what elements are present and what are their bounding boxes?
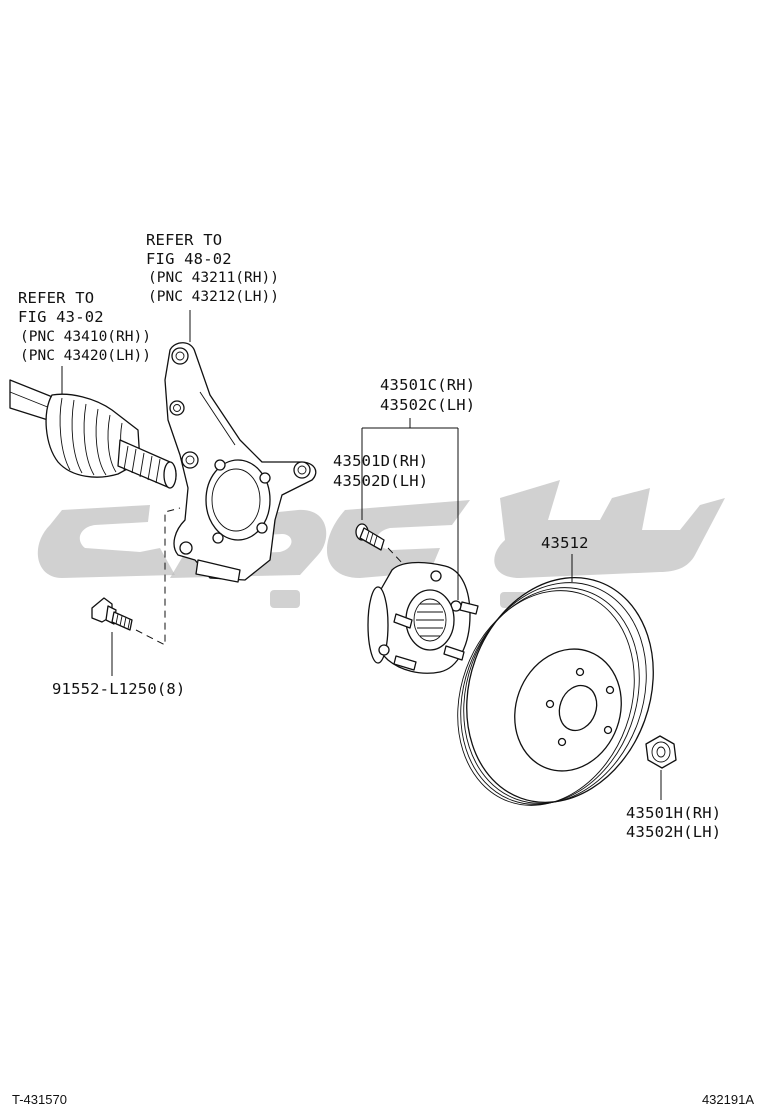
hub-assy-lh: 43502C(LH) xyxy=(380,396,475,414)
shaft-ref-line-3: (PNC 43410(RH)) xyxy=(20,329,151,345)
steering-knuckle xyxy=(164,342,317,583)
hub-bolt-lh: 43502D(LH) xyxy=(333,472,428,490)
shaft-ref-line-4: (PNC 43420(LH)) xyxy=(20,348,151,364)
hub-bolt-label: 43501D(RH) 43502D(LH) xyxy=(333,452,428,490)
hub-assy-rh: 43501C(RH) xyxy=(380,376,475,394)
drive-shaft xyxy=(9,379,177,489)
bolt-guide-line xyxy=(135,507,181,646)
hub-bolt xyxy=(355,523,385,551)
bolt-part-number: 91552-L1250(8) xyxy=(52,680,185,698)
knuckle-ref-line-4: (PNC 43212(LH)) xyxy=(148,289,279,305)
nut-label: 43501H(RH) 43502H(LH) xyxy=(626,804,721,841)
shaft-reference-label: REFER TO FIG 43-02 (PNC 43410(RH)) (PNC … xyxy=(18,289,151,364)
nut-lh: 43502H(LH) xyxy=(626,823,721,841)
knuckle-ref-line-3: (PNC 43211(RH)) xyxy=(148,270,279,286)
footer-right-code: 432191A xyxy=(702,1092,754,1107)
knuckle-ref-line-2: FIG 48-02 xyxy=(146,250,232,268)
disc-part-number: 43512 xyxy=(541,534,589,552)
brake-disc xyxy=(457,576,654,806)
knuckle-reference-label: REFER TO FIG 48-02 (PNC 43211(RH)) (PNC … xyxy=(146,231,279,305)
shaft-ref-line-2: FIG 43-02 xyxy=(18,308,104,326)
hub-nut xyxy=(645,735,677,769)
knuckle-ref-line-1: REFER TO xyxy=(146,231,222,249)
footer-left-code: T-431570 xyxy=(12,1092,67,1107)
shaft-ref-line-1: REFER TO xyxy=(18,289,94,307)
flange-bolt xyxy=(91,597,133,631)
nut-rh: 43501H(RH) xyxy=(626,804,721,822)
axle-hub xyxy=(367,561,479,674)
hub-assy-label: 43501C(RH) 43502C(LH) xyxy=(380,376,475,414)
hub-bolt-rh: 43501D(RH) xyxy=(333,452,428,470)
hub-assy-bracket xyxy=(361,418,459,600)
hub-bolt-guide-line xyxy=(387,547,406,567)
